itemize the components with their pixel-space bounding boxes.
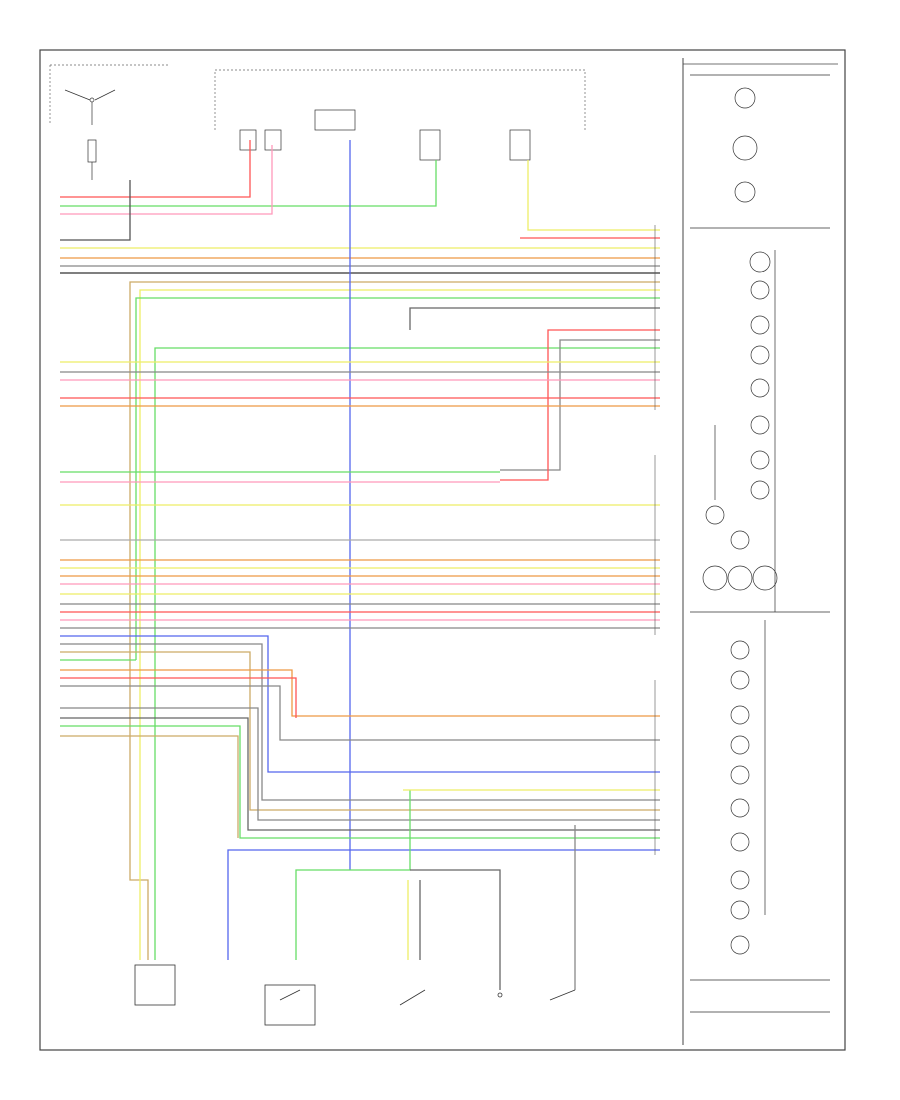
middle-wire-group: [60, 361, 660, 629]
ignition-switch: [64, 89, 116, 180]
bottom-module-left: [134, 964, 176, 1006]
top-connector-group: [239, 109, 531, 161]
bottom-switch-box: [264, 984, 316, 1026]
wire-red-1: [60, 140, 251, 198]
wire-green-1: [60, 160, 437, 207]
diagram-frame: [39, 49, 846, 1051]
legend-indicators: [690, 74, 830, 1013]
left-vertical-wires: [129, 281, 660, 960]
bottom-components: [134, 964, 576, 1026]
lower-wire-group: [60, 635, 660, 990]
wire-dark-1: [60, 180, 131, 241]
top-dashed-boundary: [49, 64, 586, 130]
wire-pink-1: [60, 145, 273, 215]
wire-yellow-2: [527, 160, 660, 231]
upper-wire-group: [60, 140, 660, 274]
